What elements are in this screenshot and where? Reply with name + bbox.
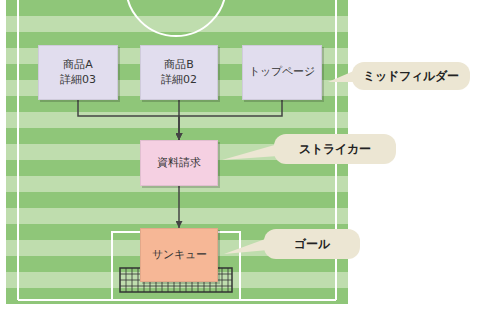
callout-text: ミッドフィルダー (363, 68, 459, 84)
callout-pointer (224, 238, 268, 254)
center-circle (126, 0, 226, 36)
callout-bubble: ゴール (264, 229, 360, 259)
callout-bubble: ストライカー (274, 134, 396, 164)
goal-box: サンキュー (140, 228, 218, 282)
node-label: サンキュー (152, 248, 207, 263)
page-box: 商品B 詳細02 (140, 45, 218, 100)
node-label: トップページ (249, 65, 315, 80)
node-label: 資料請求 (157, 156, 201, 171)
flow-arrow (179, 100, 282, 140)
callout-pointer (222, 144, 278, 160)
flow-arrow (178, 186, 180, 228)
page-box: トップページ (242, 45, 322, 100)
node-label: 商品B 詳細02 (155, 58, 203, 88)
callout-text: ストライカー (299, 141, 371, 157)
callout-bubble: ミッドフィルダー (352, 62, 470, 90)
touch-line (17, 0, 19, 300)
callout-text: ゴール (294, 236, 330, 252)
page-box: 商品A 詳細03 (38, 45, 118, 100)
process-box: 資料請求 (140, 140, 218, 186)
node-label: 商品A 詳細03 (54, 58, 102, 88)
flow-arrow (78, 100, 179, 140)
